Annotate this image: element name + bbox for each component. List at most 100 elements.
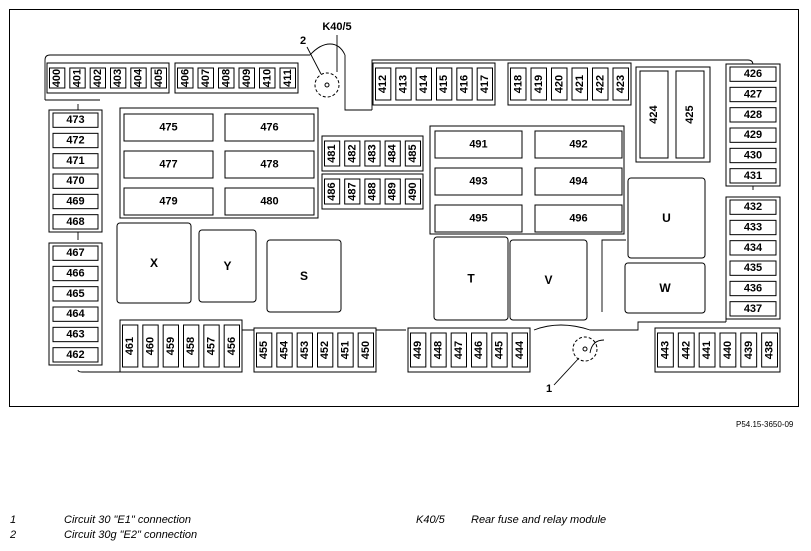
fuse-402: [89, 67, 106, 89]
fuse-448: [430, 332, 447, 368]
fuse-label-485: 485: [407, 144, 419, 162]
fuse-label-464: 464: [66, 308, 85, 320]
fuse-label-434: 434: [744, 242, 763, 254]
fuse-462: [52, 347, 99, 363]
fuse-460: [142, 324, 159, 368]
fuse-label-437: 437: [744, 303, 762, 315]
fuse-486: [324, 178, 341, 205]
fuse-label-484: 484: [387, 143, 399, 162]
fuse-label-442: 442: [680, 341, 692, 359]
relay-block-x-label: X: [150, 256, 158, 270]
fuse-405: [150, 67, 168, 89]
fuse-406: [177, 67, 194, 89]
fuse-412: [375, 67, 392, 101]
fuse-label-406: 406: [179, 69, 191, 87]
fuse-428: [729, 107, 777, 123]
relay-block-s-box: [266, 239, 342, 313]
fuse-group-frame: [725, 196, 781, 320]
fuse-label-410: 410: [261, 69, 273, 87]
fuse-451: [337, 332, 354, 368]
fuse-label-455: 455: [258, 341, 270, 359]
fuse-423: [612, 67, 629, 101]
fuse-label-407: 407: [200, 69, 212, 87]
fuse-label-456: 456: [226, 337, 238, 355]
fuse-469: [52, 193, 99, 210]
relay-block-s: S: [266, 239, 342, 313]
fuse-group-frame: [48, 242, 103, 366]
fuse-411: [279, 67, 296, 89]
fuse-452: [317, 332, 334, 368]
fuse-432: [729, 199, 777, 215]
relay-block-w-label: W: [659, 281, 671, 295]
fuse-label-424: 424: [648, 104, 660, 123]
fuse-label-429: 429: [744, 129, 762, 141]
fuse-label-445: 445: [494, 341, 506, 359]
fuse-label-419: 419: [533, 75, 545, 93]
outline-path-12: [601, 239, 626, 312]
fuse-403: [110, 67, 127, 89]
fuse-490: [404, 178, 421, 205]
fuse-445: [491, 332, 508, 368]
relay-block-u-label: U: [662, 211, 671, 225]
fuse-455: [256, 332, 273, 368]
fuse-471: [52, 153, 99, 169]
fuse-label-443: 443: [659, 341, 671, 359]
relay-475: [123, 113, 214, 142]
fuse-label-408: 408: [220, 69, 232, 87]
fuse-435: [729, 260, 777, 276]
fuse-431: [729, 168, 777, 184]
fuse-label-418: 418: [512, 75, 524, 93]
fuse-label-404: 404: [133, 68, 145, 87]
fuse-441: [698, 332, 716, 368]
fuse-421: [571, 67, 588, 101]
fuse-446: [471, 332, 488, 368]
fuse-label-486: 486: [326, 182, 338, 200]
fuse-label-463: 463: [66, 329, 84, 341]
fuse-401: [69, 67, 86, 89]
fuse-label-446: 446: [473, 341, 485, 359]
fuse-438: [761, 332, 779, 368]
fuse-label-427: 427: [744, 89, 762, 101]
fuse-label-460: 460: [145, 337, 157, 355]
fuse-457: [203, 324, 220, 368]
fuse-label-448: 448: [433, 341, 445, 359]
relay-480: [224, 187, 315, 216]
relay-label-480: 480: [260, 196, 278, 208]
fuse-420: [551, 67, 568, 101]
fuse-group-frame: [507, 62, 632, 106]
fuse-label-426: 426: [744, 68, 762, 80]
relay-block-x-box: [116, 222, 192, 304]
fuse-label-462: 462: [66, 349, 84, 361]
fuse-label-439: 439: [743, 341, 755, 359]
fuse-label-423: 423: [615, 75, 627, 93]
fuse-label-415: 415: [438, 75, 450, 93]
fuse-label-430: 430: [744, 150, 762, 162]
fuse-413: [395, 67, 412, 101]
relay-label-495: 495: [469, 213, 487, 225]
fuse-label-400: 400: [51, 69, 63, 87]
fuse-label-450: 450: [360, 341, 372, 359]
fuse-label-470: 470: [66, 175, 84, 187]
fuse-461: [122, 324, 139, 368]
fuse-444: [511, 332, 529, 368]
fuse-label-440: 440: [722, 341, 734, 359]
fuse-439: [740, 332, 758, 368]
fuse-label-488: 488: [367, 182, 379, 200]
connection-point-2-ring: [314, 72, 340, 98]
relay-block-w-box: [624, 262, 706, 314]
relay-label-492: 492: [569, 139, 587, 151]
fuse-label-420: 420: [553, 75, 565, 93]
leader-2: [306, 46, 322, 75]
relay-label-494: 494: [569, 176, 588, 188]
fuse-456: [223, 324, 241, 368]
fuse-label-459: 459: [165, 337, 177, 355]
fuse-label-487: 487: [346, 182, 358, 200]
relay-block-s-label: S: [300, 269, 308, 283]
outline-path-1: [44, 54, 310, 100]
fuse-label-467: 467: [66, 247, 84, 259]
